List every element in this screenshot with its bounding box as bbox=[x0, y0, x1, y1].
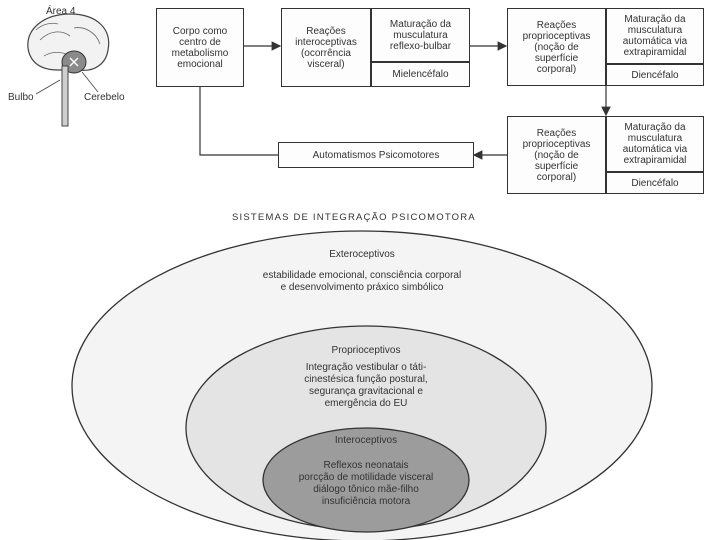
bulbo-pointer bbox=[35, 79, 61, 95]
box-maturacao-extra-bottom: Maturação da musculatura automática via … bbox=[606, 116, 704, 172]
interoceptivos-title: Interoceptivos bbox=[334, 435, 398, 446]
box-diencefalo-bottom-text: Diencéfalo bbox=[631, 177, 679, 189]
box-maturacao-bulbar: Maturação da musculatura reflexo-bulbar bbox=[371, 8, 470, 62]
brain-folds bbox=[35, 22, 101, 59]
cross-marker bbox=[69, 57, 79, 67]
cerebelo-label: Cerebelo bbox=[84, 92, 125, 103]
box-maturacao-extra-bottom-text: Maturação da musculatura automática via … bbox=[622, 122, 688, 166]
box-mielencefalo: Mielencéfalo bbox=[371, 62, 470, 87]
box-diencefalo-top-text: Diencéfalo bbox=[631, 69, 679, 81]
brain-outline bbox=[27, 13, 110, 71]
box-corpo-text: Corpo como centro de metabolismo emocion… bbox=[171, 25, 229, 70]
proprioceptivos-text: Integração vestibular o táti- cinestésic… bbox=[304, 362, 428, 409]
interoceptivos-text: Reflexos neonatais porcção de motilidade… bbox=[298, 460, 434, 507]
box-maturacao-bulbar-text: Maturação da musculatura reflexo-bulbar bbox=[389, 18, 452, 52]
systems-title: SISTEMAS DE INTEGRAÇÃO PSICOMOTORA bbox=[232, 212, 476, 223]
area-label: Área 4 bbox=[46, 6, 76, 17]
box-diencefalo-top: Diencéfalo bbox=[606, 64, 704, 86]
cerebelo-pointer bbox=[81, 71, 99, 93]
box-reacoes-proprio-bottom: Reações proprioceptivas (noção de superf… bbox=[507, 116, 606, 194]
box-reacoes-intero-text: Reações interoceptivas (ocorrência visce… bbox=[295, 25, 357, 70]
proprioceptivos-title: Proprioceptivos bbox=[331, 345, 401, 356]
box-automatismos-psicomotores: Automatismos Psicomotores bbox=[278, 142, 474, 168]
box-reacoes-proprio-top-text: Reações proprioceptivas (noção de superf… bbox=[522, 19, 591, 75]
box-reacoes-proprio-top: Reações proprioceptivas (noção de superf… bbox=[507, 8, 606, 86]
box-corpo-metabolismo: Corpo como centro de metabolismo emocion… bbox=[156, 8, 244, 87]
box-automatismos-text: Automatismos Psicomotores bbox=[312, 149, 440, 161]
brain-illustration bbox=[27, 13, 110, 127]
ellipse-interoceptivos bbox=[262, 427, 470, 533]
box-mielencefalo-text: Mielencéfalo bbox=[392, 69, 449, 80]
exteroceptivos-text: estabilidade emocional, consciência corp… bbox=[262, 270, 462, 293]
box-reacoes-interoceptivas: Reações interoceptivas (ocorrência visce… bbox=[281, 8, 371, 87]
box-reacoes-proprio-bottom-text: Reações proprioceptivas (noção de superf… bbox=[522, 127, 591, 183]
connector-automatismos-to-corpo bbox=[199, 87, 278, 156]
bulbo-label: Bulbo bbox=[8, 92, 34, 103]
spinal-cord bbox=[61, 65, 69, 127]
exteroceptivos-title: Exteroceptivos bbox=[329, 249, 395, 260]
box-maturacao-extra-top-text: Maturação da musculatura automática via … bbox=[622, 14, 688, 58]
box-diencefalo-bottom: Diencéfalo bbox=[606, 172, 704, 194]
box-maturacao-extra-top: Maturação da musculatura automática via … bbox=[606, 8, 704, 64]
